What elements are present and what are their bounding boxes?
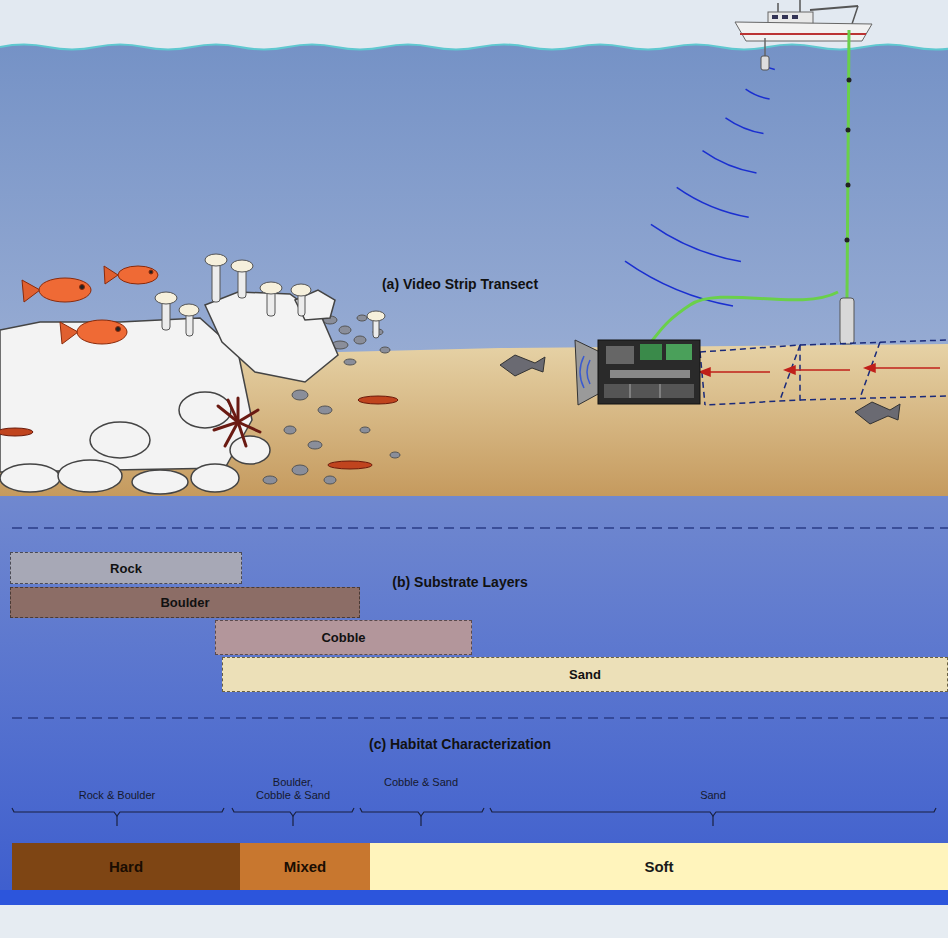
research-vessel: [735, 0, 872, 70]
rockfish: [22, 266, 158, 344]
flatfish: [855, 402, 900, 424]
bottom-strip: [0, 890, 948, 905]
habitat-band: Hard: [12, 843, 240, 890]
section-heading: (c) Habitat Characterization: [300, 736, 620, 753]
divider: [12, 717, 948, 719]
rov: [575, 340, 700, 405]
divider: [12, 527, 948, 529]
habitat-band: Sand: [222, 657, 948, 692]
bracket-label: Cobble & Sand: [366, 776, 476, 789]
band-label: Hard: [109, 858, 143, 875]
band-label: Boulder: [160, 595, 209, 610]
band-label: Rock: [110, 561, 142, 576]
tow-cable: [650, 30, 854, 344]
camera-field: [700, 340, 948, 405]
band-label: Cobble: [321, 630, 365, 645]
flatfish: [500, 355, 545, 376]
rock-outcrop: [0, 290, 338, 494]
band-label: Soft: [644, 858, 673, 875]
travel-arrows: [700, 364, 940, 376]
habitat-band: Soft: [370, 843, 948, 890]
anemones: [155, 254, 385, 338]
bottom-fish: [0, 396, 398, 469]
bracket-label: Boulder, Cobble & Sand: [255, 776, 331, 802]
sonar-arcs: [625, 65, 775, 306]
water: [0, 45, 948, 501]
habitat-band: Boulder: [10, 587, 360, 618]
section-heading: (a) Video Strip Transect: [330, 276, 590, 293]
water-surface: [0, 45, 948, 50]
band-label: Mixed: [284, 858, 327, 875]
habitat-band: Rock: [10, 552, 242, 584]
bracket: [12, 808, 936, 826]
bracket-label: Rock & Boulder: [32, 789, 202, 802]
habitat-band: Mixed: [240, 843, 370, 890]
habitat-band: Cobble: [215, 620, 472, 655]
lower-panel: [0, 496, 948, 890]
sea-star: [214, 398, 260, 446]
section-heading: (b) Substrate Layers: [330, 574, 590, 591]
bracket-label: Sand: [653, 789, 773, 802]
band-label: Sand: [569, 667, 601, 682]
